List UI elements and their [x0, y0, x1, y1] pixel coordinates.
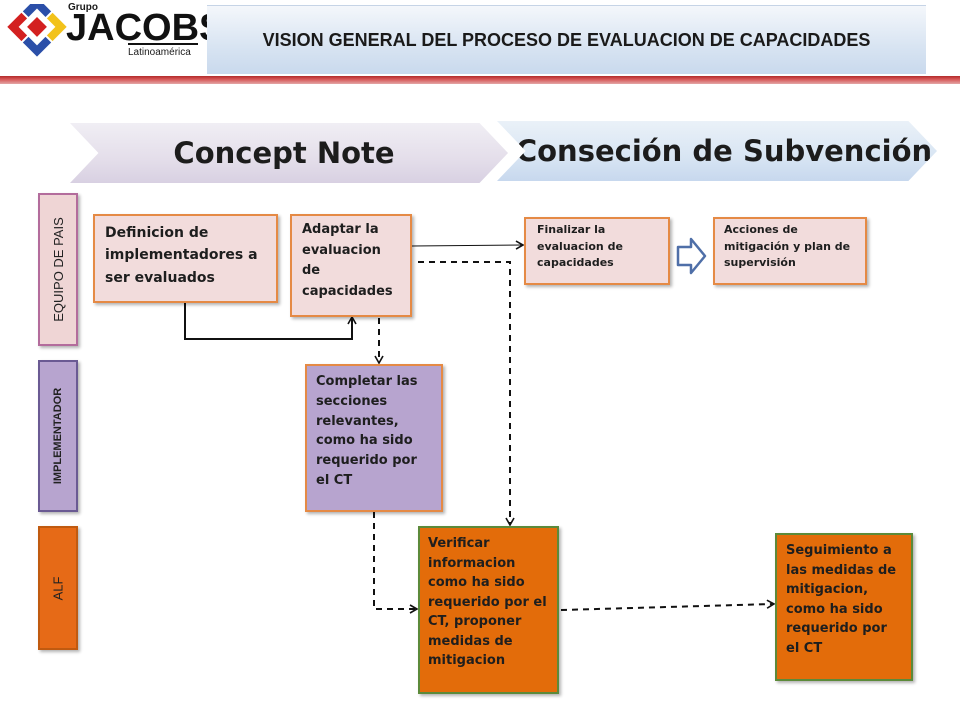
lane-alf: ALF: [38, 526, 78, 650]
box-verificar-informacion: Verificar informacion como ha sido reque…: [418, 526, 559, 694]
box-seguimiento-medidas: Seguimiento a las medidas de mitigacion,…: [775, 533, 913, 681]
phase-grant: Conseción de Subvención: [497, 121, 937, 181]
logo-grupo-text: Grupo: [68, 2, 98, 13]
box-adaptar-text: Adaptar la evaluacion de capacidades: [302, 222, 393, 299]
box-finalizar-text: Finalizar la evaluacion de capacidades: [537, 223, 623, 269]
box-acciones-text: Acciones de mitigación y plan de supervi…: [724, 223, 851, 269]
box-finalizar-evaluacion: Finalizar la evaluacion de capacidades: [524, 217, 670, 285]
block-arrow-icon: [676, 237, 707, 275]
header-divider: [0, 76, 960, 84]
logo-name: JACOBS: [66, 7, 225, 49]
lane-equipo-de-pais: EQUIPO DE PAIS: [38, 193, 78, 346]
connector-verificar-seguimiento: [560, 599, 776, 611]
connector-adaptar-verificar: [418, 261, 515, 527]
lane-implementador: IMPLEMENTADOR: [38, 360, 78, 512]
phase-concept-note: Concept Note: [70, 123, 508, 183]
logo-underline: [128, 43, 198, 45]
box-verificar-text: Verificar informacion como ha sido reque…: [428, 536, 547, 668]
page-title: VISION GENERAL DEL PROCESO DE EVALUACION…: [207, 5, 926, 74]
box-seguimiento-text: Seguimiento a las medidas de mitigacion,…: [786, 543, 897, 656]
box-completar-secciones: Completar las secciones relevantes, como…: [305, 364, 443, 512]
phase-grant-label: Conseción de Subvención: [515, 134, 933, 168]
jacobs-logo-icon: [7, 4, 67, 57]
box-definicion-text: Definicion de implementadores a ser eval…: [105, 225, 258, 286]
box-adaptar-evaluacion: Adaptar la evaluacion de capacidades: [290, 214, 412, 317]
page-title-text: VISION GENERAL DEL PROCESO DE EVALUACION…: [262, 29, 871, 50]
connector-completar-verificar: [373, 512, 419, 614]
connector-definicion-adaptar: [184, 303, 357, 340]
connector-adaptar-finalizar: [411, 240, 525, 250]
box-completar-text: Completar las secciones relevantes, como…: [316, 374, 418, 488]
logo-subtitle: Latinoamérica: [128, 47, 191, 58]
phase-concept-label: Concept Note: [173, 136, 395, 170]
box-acciones-mitigacion: Acciones de mitigación y plan de supervi…: [713, 217, 867, 285]
box-definicion-implementadores: Definicion de implementadores a ser eval…: [93, 214, 278, 303]
